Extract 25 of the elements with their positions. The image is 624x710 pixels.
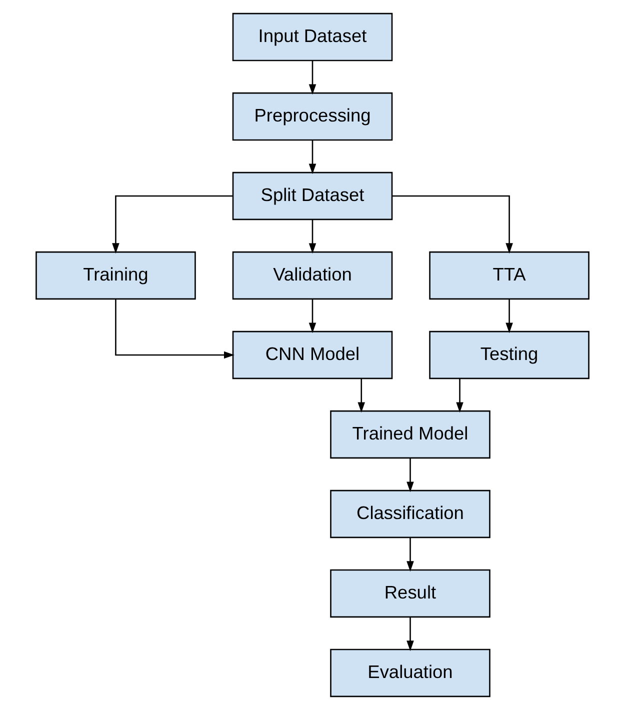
node-box: Training <box>35 251 196 300</box>
arrow <box>406 538 414 572</box>
arrow <box>456 378 463 413</box>
arrow <box>308 60 316 95</box>
node-box: Split Dataset <box>232 172 392 220</box>
arrow <box>392 195 512 254</box>
arrow <box>406 617 414 652</box>
node-box: TTA <box>428 251 589 300</box>
node-box: Preprocessing <box>232 92 392 141</box>
arrow <box>112 195 232 254</box>
node-box: Input Dataset <box>232 12 392 62</box>
node-box: Evaluation <box>330 648 490 698</box>
arrow <box>505 299 512 334</box>
node-box: Testing <box>428 330 589 380</box>
arrow <box>406 458 414 492</box>
arrow <box>357 378 365 413</box>
arrow <box>308 220 316 254</box>
node-box: CNN Model <box>232 330 392 380</box>
node-box: Classification <box>330 490 490 538</box>
arrow <box>114 299 234 359</box>
node-box: Trained Model <box>330 410 490 459</box>
arrow <box>308 140 316 174</box>
arrow <box>308 299 316 334</box>
node-box: Validation <box>232 251 392 300</box>
node-box: Result <box>330 569 490 618</box>
